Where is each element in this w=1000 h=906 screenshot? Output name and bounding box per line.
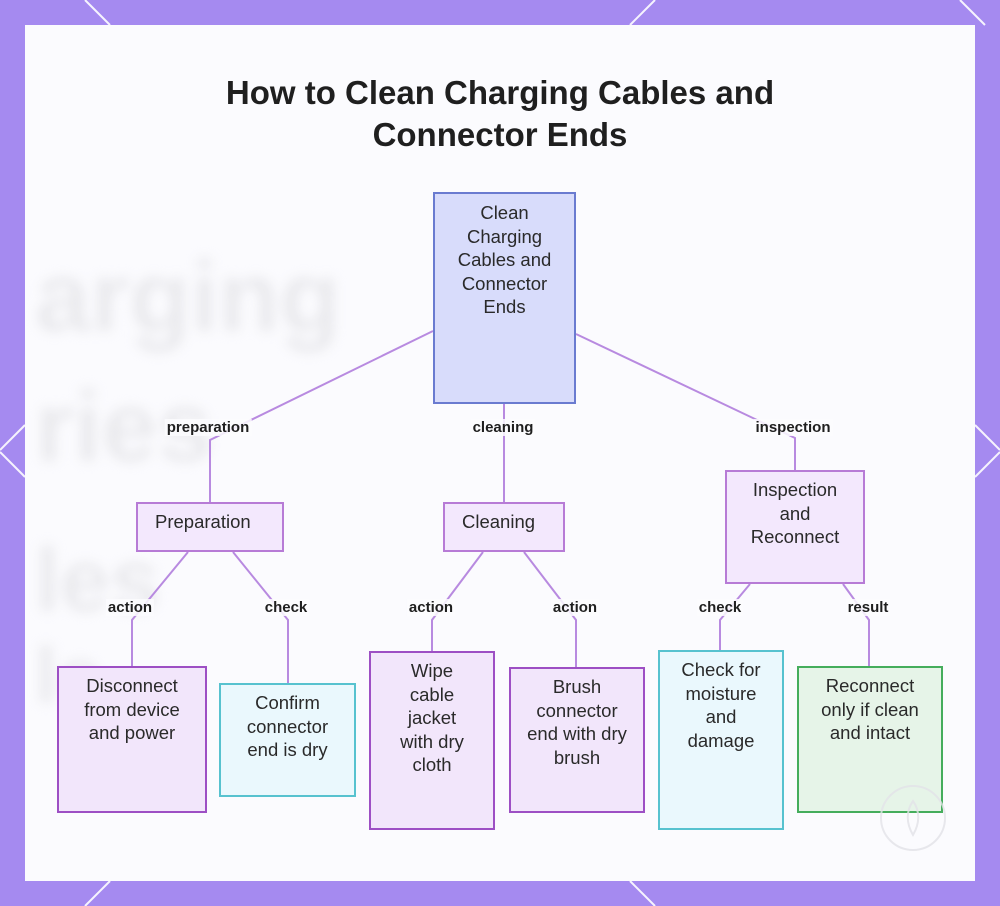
edge-clean-brush [523,551,577,667]
edge-label-clean-action-1: action [406,599,456,616]
wipe-node: Wipe cable jacket with dry cloth [369,651,495,830]
edge-label-inspection: inspection [753,419,833,436]
brush-node: Brush connector end with dry brush [509,667,645,813]
cleaning-node: Cleaning [443,502,565,552]
edge-label-clean-action-2: action [550,599,600,616]
edge-prep-confirm [232,551,289,683]
edge-root-preparation [209,330,434,502]
root-node: Clean Charging Cables and Connector Ends [433,192,576,404]
edge-root-inspection [575,333,796,470]
page-title: How to Clean Charging Cables and Connect… [0,72,1000,156]
edge-insp-check [719,583,751,650]
edge-label-insp-result: result [845,599,891,616]
edge-label-prep-action: action [105,599,155,616]
inspection-node: Inspection and Reconnect [725,470,865,584]
title-line-1: How to Clean Charging Cables and [225,74,775,111]
edge-label-prep-check: check [262,599,310,616]
title-line-2: Connector Ends [372,116,628,153]
edge-insp-reconnect [842,583,870,666]
confirm-node: Confirm connector end is dry [219,683,356,797]
edge-label-insp-check: check [696,599,744,616]
edge-prep-disconnect [131,551,189,666]
reconnect-node: Reconnect only if clean and intact [797,666,943,813]
disconnect-node: Disconnect from device and power [57,666,207,813]
edge-label-preparation: preparation [164,419,252,436]
check-node: Check for moisture and damage [658,650,784,830]
edge-clean-wipe [431,551,484,651]
edge-label-cleaning: cleaning [470,419,536,436]
brand-logo-icon [880,785,946,851]
preparation-node: Preparation [136,502,284,552]
